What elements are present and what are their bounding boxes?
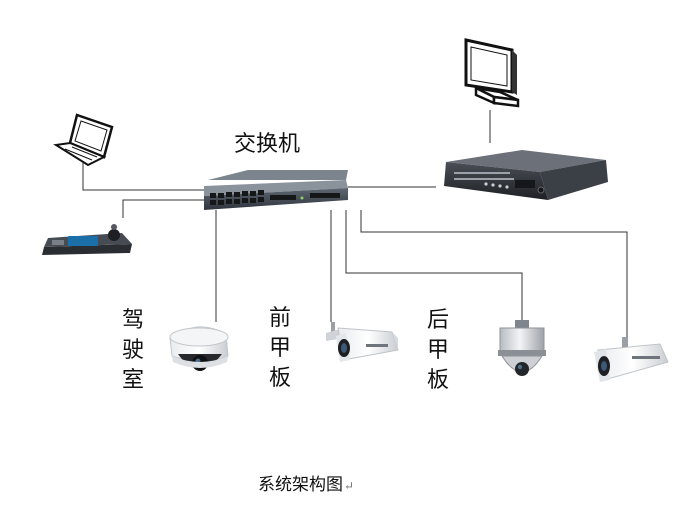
nvr-recorder-icon	[444, 150, 608, 200]
zone-label-rear-deck: 后 甲 板	[426, 308, 449, 393]
link-keyboard	[122, 199, 204, 218]
bullet-camera-icon	[326, 322, 399, 362]
caption-text: 系统架构图	[258, 475, 343, 495]
network-switch-icon	[204, 170, 348, 210]
zone-label-cab: 驾 驶 室	[121, 308, 144, 393]
diagram-caption: 系统架构图↵	[258, 470, 354, 495]
zone-label-front-deck: 前 甲 板	[268, 306, 291, 391]
ptz-keyboard-icon	[42, 224, 132, 255]
link-laptop	[82, 163, 204, 191]
paragraph-mark: ↵	[344, 479, 355, 493]
dome-camera-icon	[169, 326, 229, 371]
ptz-camera-icon	[498, 320, 546, 376]
link-rear-ptz	[345, 210, 523, 320]
switch-label: 交换机	[234, 132, 301, 157]
laptop-icon	[53, 113, 114, 167]
link-rear-bullet	[360, 210, 628, 337]
monitor-icon	[464, 38, 520, 108]
bullet-camera-icon	[594, 337, 669, 382]
connection-lines	[82, 110, 628, 337]
